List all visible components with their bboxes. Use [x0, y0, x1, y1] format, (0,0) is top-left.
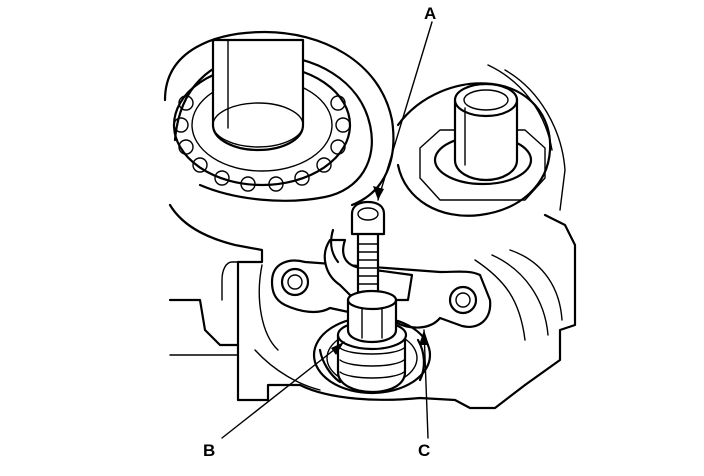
shaft-seal-assembly [312, 289, 432, 395]
leader-line-c [423, 329, 429, 439]
arrowhead-c [419, 330, 429, 345]
arrowhead-b [331, 342, 344, 355]
leader-line-a [377, 21, 433, 201]
leader-lines [221, 21, 433, 439]
countershaft-nut [396, 82, 552, 217]
callout-label-a: A [424, 4, 436, 23]
arrowhead-a [373, 186, 384, 200]
puller-bolt [350, 200, 386, 302]
callout-label-c: C [418, 441, 430, 460]
bearing-rollers [173, 95, 351, 192]
main-shaft-bearing [163, 30, 395, 207]
leader-line-b [221, 341, 345, 439]
callout-label-b: B [203, 441, 215, 460]
